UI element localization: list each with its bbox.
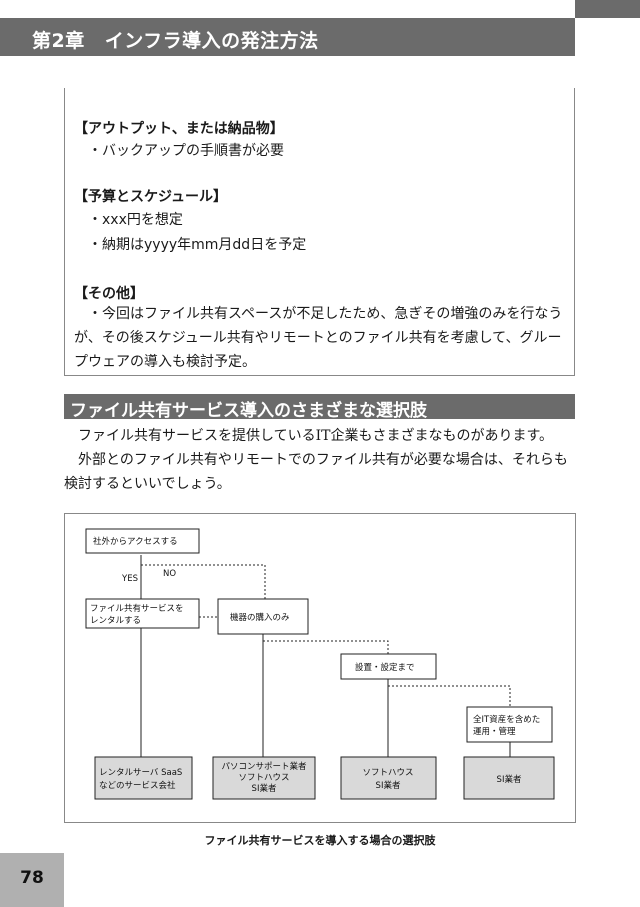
other-text: ・今回はファイル共有スペースが不足したため、急ぎその増強のみを行なうが、その後ス…	[74, 306, 563, 370]
budget-item: ・納期はyyyy年mm月dd日を予定	[88, 237, 307, 253]
page-number: 78	[20, 868, 44, 888]
connector-no	[141, 564, 266, 599]
result-rental-label: レンタルサーバ SaaS	[99, 768, 182, 778]
requirements-box	[64, 88, 575, 376]
header-tab	[575, 0, 640, 18]
no-label: NO	[163, 569, 176, 579]
result-pc-support-label: ソフトハウス	[238, 773, 289, 783]
budget-item: ・xxx円を想定	[88, 212, 183, 228]
flow-diagram-svg: 社外からアクセスする YES NO ファイル共有サービスを レンタルする 機器の…	[85, 528, 555, 800]
node-rental-label: ファイル共有サービスを	[90, 603, 184, 614]
output-item: ・バックアップの手順書が必要	[88, 143, 284, 159]
chapter-label: 第2章	[32, 30, 85, 52]
flow-diagram: 社外からアクセスする YES NO ファイル共有サービスを レンタルする 機器の…	[64, 513, 576, 823]
section-band	[64, 394, 575, 419]
result-rental-label: などのサービス会社	[99, 780, 176, 791]
body-paragraph: 外部とのファイル共有やリモートでのファイル共有が必要な場合は、それらも検討すると…	[64, 452, 568, 492]
result-pc-support-label: パソコンサポート業者	[221, 761, 307, 772]
result-softhouse-label: SI業者	[376, 780, 401, 791]
result-si-label: SI業者	[497, 774, 522, 785]
node-all-label: 運用・管理	[473, 726, 516, 737]
node-equipment-label: 機器の購入のみ	[230, 612, 290, 623]
chapter-heading: 第2章インフラ導入の発注方法	[32, 26, 319, 53]
budget-heading: 【予算とスケジュール】	[74, 189, 228, 205]
connector-equipment-setup	[263, 640, 389, 654]
node-all	[466, 706, 553, 743]
chapter-title: インフラ導入の発注方法	[104, 30, 319, 52]
node-start	[85, 528, 200, 554]
page-number-box	[0, 853, 64, 907]
node-all-label: 全IT資産を含めた	[473, 714, 540, 725]
diagram-caption: ファイル共有サービスを導入する場合の選択肢	[204, 834, 436, 847]
node-setup-label: 設置・設定まで	[355, 662, 415, 673]
node-rental	[85, 598, 200, 629]
output-heading: 【アウトプット、または納品物】	[74, 121, 284, 137]
yes-label: YES	[121, 574, 138, 584]
result-rental	[94, 756, 193, 800]
other-heading: 【その他】	[74, 286, 144, 302]
result-softhouse	[340, 756, 437, 800]
result-softhouse-label: ソフトハウス	[362, 768, 413, 778]
section-title: ファイル共有サービス導入のさまざまな選択肢	[70, 401, 427, 421]
connector-setup-all	[388, 685, 511, 707]
result-pc-support-label: SI業者	[252, 783, 277, 794]
node-rental-label: レンタルする	[90, 616, 141, 626]
node-equipment	[217, 598, 309, 635]
node-start-label: 社外からアクセスする	[93, 536, 178, 547]
chapter-header-bar	[0, 18, 575, 56]
result-pc-support	[212, 756, 316, 800]
body-paragraph: ファイル共有サービスを提供しているIT企業もさまざまなものがあります。	[78, 428, 554, 444]
node-setup	[340, 653, 437, 680]
result-si	[463, 756, 555, 800]
